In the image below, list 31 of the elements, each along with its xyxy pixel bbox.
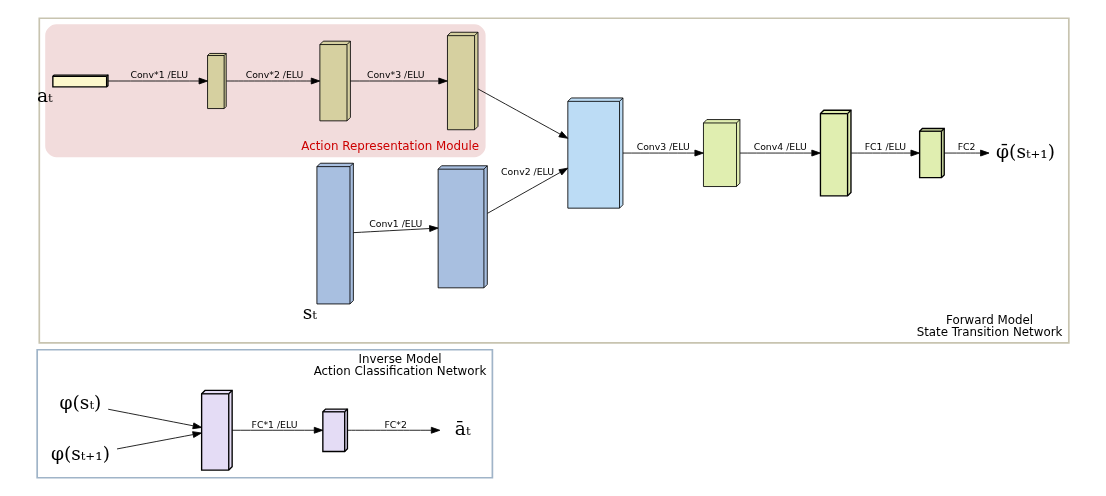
edge-label: Conv1 /ELU — [369, 217, 423, 229]
edge-label: FC*1 /ELU — [251, 418, 298, 430]
arrow — [350, 77, 448, 85]
edge-label: Conv*3 /ELU — [366, 69, 425, 81]
node-text: φ̄(sₜ₊₁) — [996, 140, 1056, 162]
arrow — [487, 167, 569, 214]
arrow — [231, 426, 324, 434]
edge-label: Conv2 /ELU — [501, 165, 555, 177]
arrow — [944, 149, 990, 157]
arrow — [226, 77, 321, 85]
arrow — [739, 149, 821, 157]
edge-label: Conv4 /ELU — [753, 141, 807, 153]
arrow — [107, 77, 208, 85]
node-label: aₜ — [36, 84, 53, 106]
edge-label: FC1 /ELU — [864, 141, 906, 153]
edge-label: Conv*1 /ELU — [130, 69, 189, 81]
node-text: φ(sₜ₊₁) — [50, 443, 110, 465]
arrow — [116, 431, 202, 450]
arrow — [850, 149, 920, 157]
arrow — [622, 149, 704, 157]
node-text: φ(sₜ) — [59, 391, 102, 413]
edge-label: Conv*2 /ELU — [245, 69, 304, 81]
arrow — [477, 88, 569, 139]
node-text: āₜ — [454, 418, 471, 439]
arrow — [353, 225, 439, 234]
edge-label: FC2 — [957, 141, 976, 153]
edge-label: FC*2 — [384, 418, 407, 430]
node-label: sₜ — [302, 301, 317, 323]
arrow — [107, 408, 202, 430]
arrow — [347, 426, 441, 434]
edge-label: Conv3 /ELU — [636, 141, 690, 153]
